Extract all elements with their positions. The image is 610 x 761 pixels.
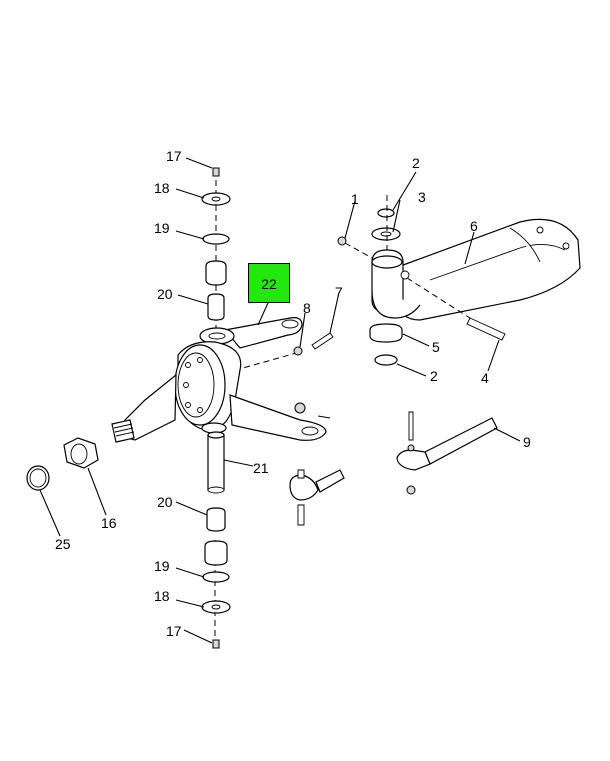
callout-19-top[interactable]: 19	[154, 220, 170, 236]
callout-7[interactable]: 7	[335, 284, 343, 300]
callout-labels: 17 18 19 20 8 7 1 2 3 6 5 2 4 9 21 16 25…	[55, 148, 531, 639]
callout-21[interactable]: 21	[253, 460, 269, 476]
beam-washers	[337, 208, 506, 366]
kingpin	[207, 431, 225, 494]
arm-fasteners	[293, 332, 334, 419]
callout-9[interactable]: 9	[523, 434, 531, 450]
tie-rod-end-left	[289, 469, 345, 526]
callout-3[interactable]: 3	[418, 189, 426, 205]
axle-beam	[371, 218, 581, 321]
callout-5[interactable]: 5	[432, 339, 440, 355]
kingpin-stack-upper	[201, 167, 231, 321]
tie-rod	[396, 411, 498, 495]
callout-20-bottom[interactable]: 20	[157, 494, 173, 510]
callout-19-bottom[interactable]: 19	[154, 558, 170, 574]
callout-18-top[interactable]: 18	[154, 180, 170, 196]
callout-20-top[interactable]: 20	[157, 286, 173, 302]
callout-17-bottom[interactable]: 17	[166, 623, 182, 639]
leader-lines	[39, 157, 521, 644]
spindle-nut-and-ring	[26, 437, 99, 491]
callout-1[interactable]: 1	[351, 191, 359, 207]
callout-16[interactable]: 16	[101, 515, 117, 531]
callout-4[interactable]: 4	[481, 370, 489, 386]
callout-22-highlighted[interactable]: 22	[248, 263, 290, 303]
steering-knuckle	[111, 317, 327, 443]
callout-25[interactable]: 25	[55, 536, 71, 552]
callout-2-bottom[interactable]: 2	[430, 368, 438, 384]
callout-18-bottom[interactable]: 18	[154, 588, 170, 604]
kingpin-stack-lower	[201, 507, 231, 649]
callout-8[interactable]: 8	[303, 300, 311, 316]
callout-6[interactable]: 6	[470, 218, 478, 234]
callout-2-top[interactable]: 2	[412, 155, 420, 171]
callout-17-top[interactable]: 17	[166, 148, 182, 164]
